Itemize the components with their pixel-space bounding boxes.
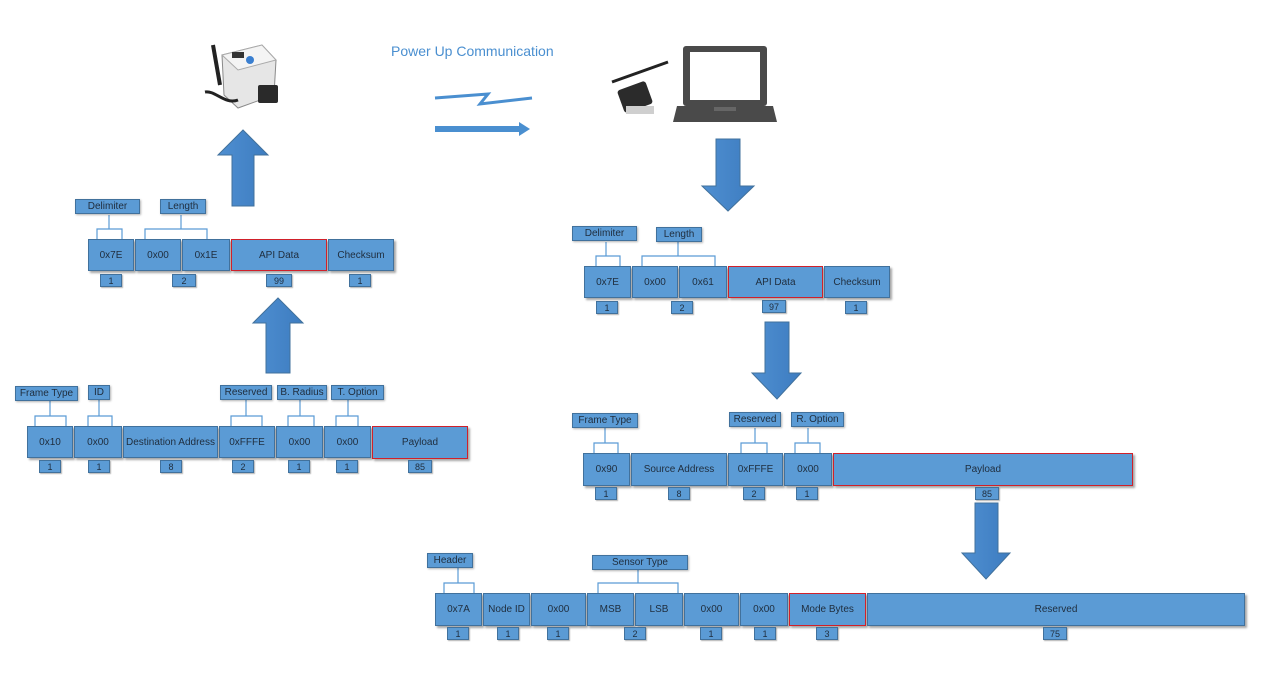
api-cell: 0x00 [324,426,371,458]
lightning-icon [434,92,533,106]
payload-cell: 0x00 [740,593,788,626]
right-arrow-icon [435,122,530,136]
frame-cell: Checksum [328,239,394,271]
payload-cell-mode-bytes: Mode Bytes [789,593,866,626]
payload-cell: 0x00 [531,593,586,626]
size-label: 1 [547,627,569,640]
up-arrow-icon [216,129,270,207]
api-cell-payload: Payload [372,426,468,459]
tag-length: Length [160,199,206,214]
size-label: 3 [816,627,838,640]
usb-modem-icon [611,60,669,114]
api-cell: Source Address [631,453,727,486]
diagram-title: Power Up Communication [391,43,554,59]
tag-delimiter: Delimiter [572,226,637,241]
size-label: 85 [408,460,432,473]
frame-cell: 0x7E [584,266,631,298]
down-arrow-icon [960,502,1012,580]
size-label: 1 [447,627,469,640]
size-label: 1 [288,460,310,473]
tag-frame-type: Frame Type [15,386,78,401]
tag-length: Length [656,227,702,242]
api-cell: Destination Address [123,426,218,458]
down-arrow-icon [750,321,803,400]
size-label: 1 [39,460,61,473]
payload-cell: 0x7A [435,593,482,626]
tag-r-option: R. Option [791,412,844,427]
frame-cell: 0x00 [135,239,181,271]
size-label: 1 [796,487,818,500]
payload-cell: Node ID [483,593,530,626]
up-arrow-icon [251,297,305,374]
size-label: 1 [845,301,867,314]
payload-cell: 0x00 [684,593,739,626]
size-label: 8 [160,460,182,473]
size-label: 2 [743,487,765,500]
size-label: 2 [172,274,196,287]
size-label: 2 [232,460,254,473]
payload-cell-reserved: Reserved [867,593,1245,626]
api-cell: 0x00 [784,453,832,486]
api-cell: 0x90 [583,453,630,486]
frame-cell: Checksum [824,266,890,298]
tag-t-option: T. Option [331,385,384,400]
frame-cell: 0x61 [679,266,727,298]
frame-cell-api-data: API Data [728,266,823,298]
api-cell: 0x00 [276,426,323,458]
size-label: 99 [266,274,292,287]
api-cell: 0xFFFE [219,426,275,458]
size-label: 1 [100,274,122,287]
size-label: 1 [88,460,110,473]
tag-reserved: Reserved [220,385,272,400]
frame-cell: 0x00 [632,266,678,298]
frame-cell-api-data: API Data [231,239,327,271]
size-label: 2 [671,301,693,314]
size-label: 1 [595,487,617,500]
brackets [34,215,821,593]
size-label: 1 [336,460,358,473]
size-label: 75 [1043,627,1067,640]
tag-b-radius: B. Radius [277,385,327,400]
tag-frame-type: Frame Type [572,413,638,428]
size-label: 1 [349,274,371,287]
size-label: 1 [596,301,618,314]
api-cell: 0xFFFE [728,453,783,486]
api-cell: 0x10 [27,426,73,458]
size-label: 1 [497,627,519,640]
api-cell: 0x00 [74,426,122,458]
size-label: 1 [700,627,722,640]
size-label: 97 [762,300,786,313]
frame-cell: 0x7E [88,239,134,271]
tag-header: Header [427,553,473,568]
frame-cell: 0x1E [182,239,230,271]
payload-cell: MSB [587,593,634,626]
down-arrow-icon [700,138,756,212]
tag-reserved: Reserved [729,412,781,427]
tag-sensor-type: Sensor Type [592,555,688,570]
size-label: 2 [624,627,646,640]
size-label: 1 [754,627,776,640]
size-label: 85 [975,487,999,500]
payload-cell: LSB [635,593,683,626]
size-label: 8 [668,487,690,500]
api-cell-payload: Payload [833,453,1133,486]
tag-id: ID [88,385,110,400]
laptop-icon [673,46,777,122]
tag-delimiter: Delimiter [75,199,140,214]
sensor-device-icon [204,44,278,109]
